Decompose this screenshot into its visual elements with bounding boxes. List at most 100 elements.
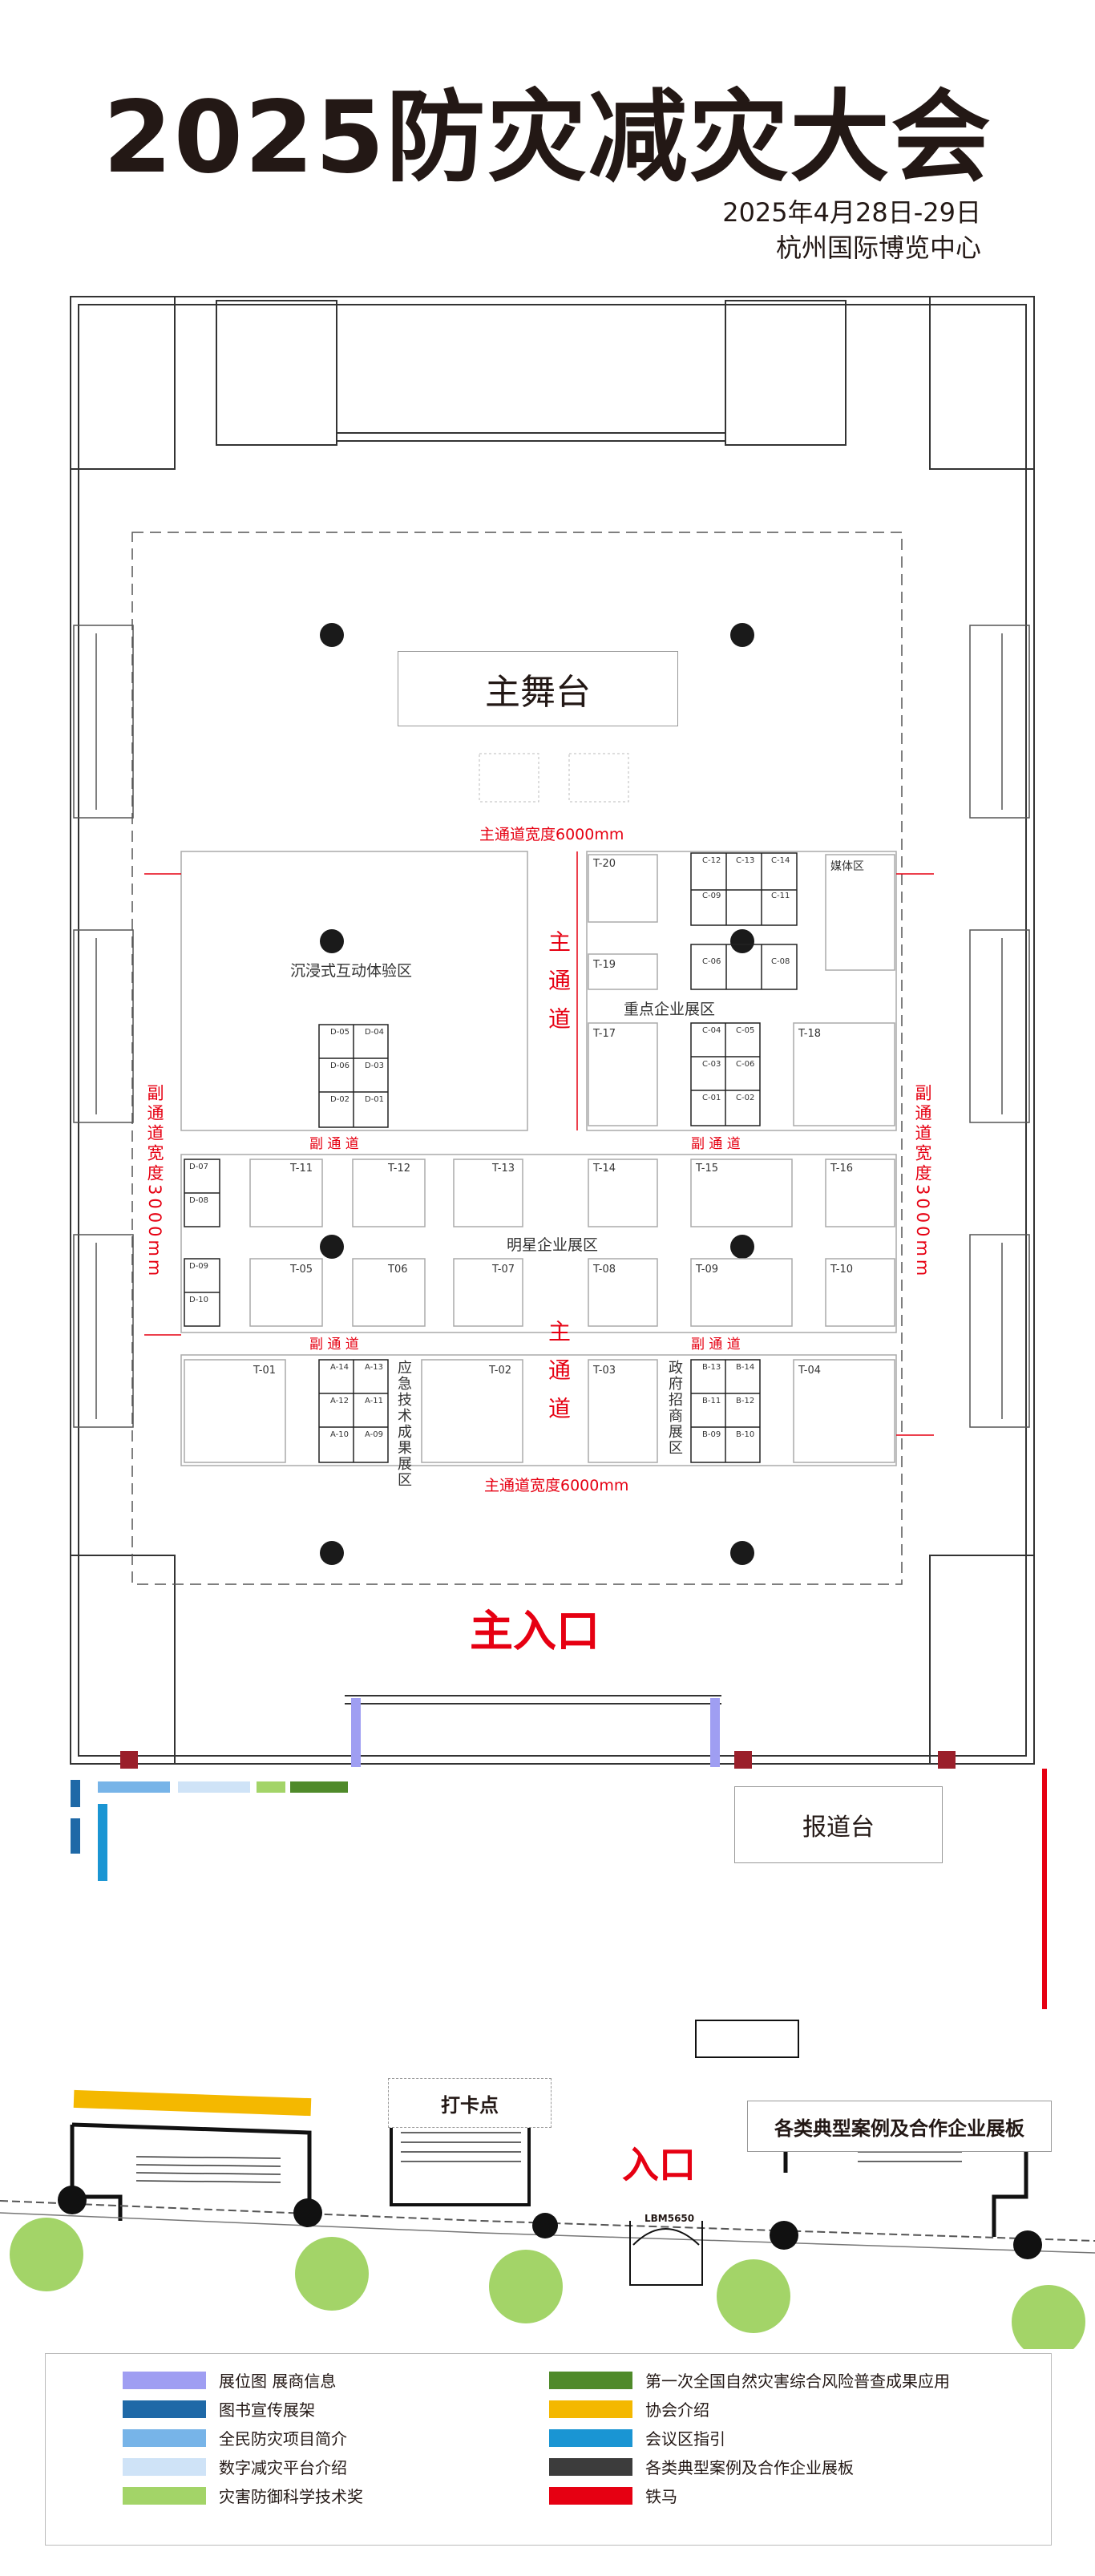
booth-label: B-09 <box>702 1430 721 1439</box>
seating <box>479 753 629 803</box>
board-label: 各类典型案例及合作企业展板 <box>774 2117 1024 2140</box>
press-desk: 报道台 <box>734 1786 943 1863</box>
legend-label: 图书宣传展架 <box>219 2400 315 2420</box>
booth-label: B-14 <box>736 1363 755 1372</box>
booth-grid-ab <box>318 1359 761 1463</box>
main-aisle-vertical-top: 主通道 <box>545 930 572 1045</box>
trees <box>10 2218 1085 2349</box>
legend-label: 灾害防御科学技术奖 <box>219 2487 363 2506</box>
booth-label: C-09 <box>702 892 721 900</box>
booth-boxes-t <box>184 854 895 1463</box>
sub-aisle-left: 副通道宽度3000mm <box>145 1084 164 1280</box>
checkin-point: 打卡点 <box>388 2078 552 2128</box>
booth-label: C-06 <box>736 1060 755 1069</box>
booth-label: T-15 <box>696 1163 718 1175</box>
event-venue: 杭州国际博览中心 <box>775 233 981 263</box>
sub-aisle-label: 副 通 道 <box>309 1136 359 1152</box>
booth-grid-c <box>690 852 798 1126</box>
pillars <box>320 623 754 1565</box>
booth-label: C-01 <box>702 1094 721 1102</box>
booth-label: D-09 <box>189 1262 209 1271</box>
emergency-tech-zone-label: 应急技术成果展区 <box>395 1360 412 1488</box>
booth-label: T-17 <box>593 1028 616 1040</box>
booth-label: T-02 <box>489 1365 511 1377</box>
legend-swatch <box>549 2400 632 2418</box>
immersive-zone-label: 沉浸式互动体验区 <box>290 962 413 980</box>
booth-label: C-06 <box>702 957 721 966</box>
sub-aisle-label: 副 通 道 <box>691 1337 741 1353</box>
legend-label: 第一次全国自然灾害综合风险普查成果应用 <box>645 2372 950 2391</box>
legend-label: 数字减灾平台介绍 <box>219 2458 347 2477</box>
legend-item: 展位图 展商信息 <box>123 2368 336 2392</box>
booth-label: D-03 <box>365 1062 385 1070</box>
booth-label: C-08 <box>771 957 790 966</box>
booth-label: T-03 <box>593 1365 616 1377</box>
outdoor-gate <box>629 2221 703 2286</box>
gate-code: LBM5650 <box>644 2213 695 2224</box>
sub-aisle-label: 副 通 道 <box>691 1136 741 1152</box>
booth-label: T06 <box>388 1264 408 1276</box>
legend-item: 协会介绍 <box>549 2397 709 2420</box>
aisle-width-top: 主通道宽度6000mm <box>479 826 624 843</box>
booth-label: T-12 <box>388 1163 410 1175</box>
legend-swatch <box>549 2371 632 2389</box>
entrance-gates <box>120 1698 956 1769</box>
booth-label: T-19 <box>593 959 616 971</box>
inner-boundary <box>131 532 903 1585</box>
booth-label: T-13 <box>492 1163 515 1175</box>
booth-label: T-05 <box>290 1264 313 1276</box>
booth-label: A-14 <box>330 1363 349 1372</box>
booth-label: T-18 <box>798 1028 821 1040</box>
legend-swatch <box>549 2428 632 2447</box>
star-enterprise-zone-label: 明星企业展区 <box>507 1236 599 1254</box>
booth-label: T-16 <box>830 1163 853 1175</box>
gov-invest-zone-label: 政府招商展区 <box>666 1360 683 1456</box>
booth-label: C-11 <box>771 892 790 900</box>
legend-item: 铁马 <box>549 2484 677 2507</box>
zones <box>180 851 897 1466</box>
side-stairs <box>73 625 1030 1428</box>
posts <box>58 2186 1042 2259</box>
legend-swatch <box>123 2400 206 2418</box>
booth-label: T-04 <box>798 1365 821 1377</box>
legend-swatch <box>549 2457 632 2476</box>
booth-label: B-13 <box>702 1363 721 1372</box>
booth-label: D-10 <box>189 1296 209 1304</box>
booth-label: D-05 <box>330 1028 350 1037</box>
booth-label: A-11 <box>365 1397 383 1405</box>
booth-label: T-14 <box>593 1163 616 1175</box>
booth-label: B-12 <box>736 1397 755 1405</box>
legend-swatch <box>123 2371 206 2389</box>
legend-label: 会议区指引 <box>645 2429 725 2449</box>
booth-label: C-14 <box>771 856 790 865</box>
entrance-label: 入口 <box>622 2143 696 2186</box>
page-title: 2025防灾减灾大会 <box>103 80 992 196</box>
booth-label: D-07 <box>189 1163 209 1171</box>
key-enterprise-zone-label: 重点企业展区 <box>624 1001 716 1018</box>
legend-label: 展位图 展商信息 <box>219 2372 337 2391</box>
legend: 展位图 展商信息 图书宣传展架 全民防灾项目简介 数字减灾平台介绍 灾害防御科学… <box>45 2353 1052 2546</box>
booth-label: C-02 <box>736 1094 755 1102</box>
sub-aisle-right: 副通道宽度3000mm <box>913 1084 932 1280</box>
legend-swatch <box>123 2486 206 2505</box>
legend-label: 协会介绍 <box>645 2400 709 2420</box>
road-line <box>0 2200 1095 2242</box>
legend-swatch <box>549 2486 632 2505</box>
booth-label: C-12 <box>702 856 721 865</box>
board-area: 各类典型案例及合作企业展板 <box>747 2101 1052 2152</box>
booth-label: T-10 <box>830 1264 853 1276</box>
booth-label: T-20 <box>593 858 616 870</box>
booth-label: D-08 <box>189 1196 209 1205</box>
main-aisle-vertical-bottom: 主通道 <box>545 1320 572 1435</box>
booth-label: D-02 <box>330 1095 350 1104</box>
legend-swatch <box>123 2428 206 2447</box>
booth-label: T-09 <box>696 1264 718 1276</box>
sub-aisle-label: 副 通 道 <box>309 1337 359 1353</box>
legend-label: 铁马 <box>645 2487 677 2506</box>
legend-item: 图书宣传展架 <box>123 2397 315 2420</box>
booth-label: C-13 <box>736 856 755 865</box>
legend-item: 灾害防御科学技术奖 <box>123 2484 363 2507</box>
press-desk-label: 报道台 <box>802 1814 875 1842</box>
floor-plan <box>0 296 1095 2349</box>
hall-walls <box>70 296 1035 1765</box>
